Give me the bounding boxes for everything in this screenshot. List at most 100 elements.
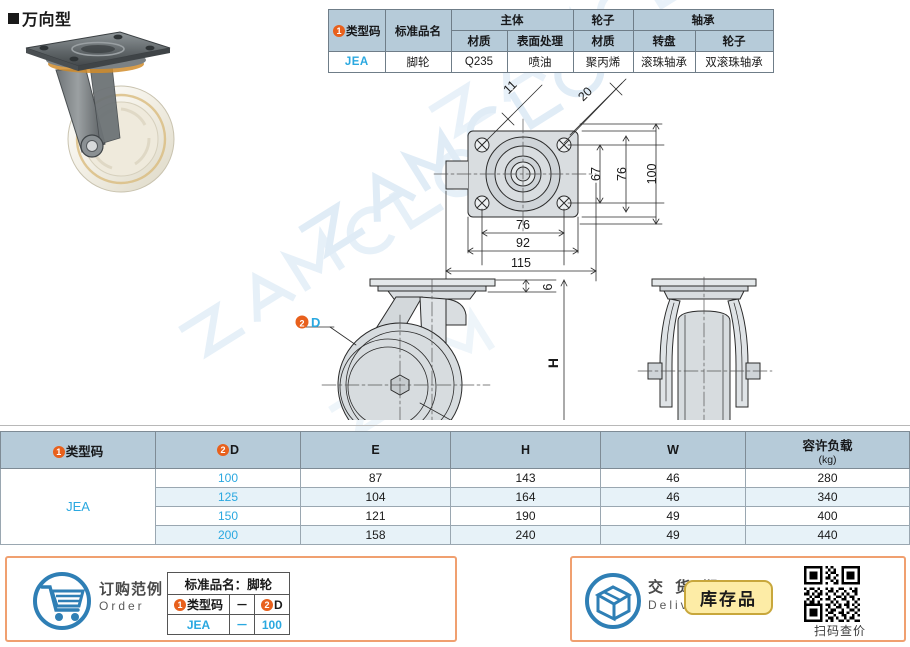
spec-value-material: Q235 [450, 51, 508, 73]
badge-2-icon: 2 [216, 444, 229, 456]
badge-2-icon: 2 [261, 598, 274, 611]
order-title-row: 标准品名：脚轮 [167, 572, 290, 595]
order-val-type-code: JEA [166, 614, 231, 635]
dim-100: 100 [645, 164, 659, 185]
spec-value-wheel-material: 聚丙烯 [572, 51, 634, 73]
cart-icon [31, 572, 93, 635]
order-label-cn: 订购范例 [99, 581, 164, 598]
spec-header-wheel: 轮子 [572, 9, 634, 31]
svg-text:2: 2 [299, 319, 304, 329]
badge-1-icon: 1 [52, 445, 65, 458]
dim-load: 440 [745, 525, 910, 545]
dim-115: 115 [511, 256, 531, 270]
dim-load: 340 [745, 487, 910, 507]
dim-76h: 76 [516, 218, 530, 232]
table-row: 200 158 240 49 440 [1, 525, 910, 545]
spec-value-type-code: JEA [328, 51, 386, 73]
callout-d-label: D [311, 315, 320, 330]
box-icon [584, 572, 642, 635]
dim-d: 125 [155, 487, 301, 507]
spec-data-row: JEA 脚轮 Q235 喷油 聚丙烯 滚珠轴承 双滚珠轴承 [328, 51, 774, 73]
dim-d: 150 [155, 506, 301, 526]
dim-6: 6 [541, 283, 555, 290]
dim-table-body: JEA 100 87 143 46 280 125 104 164 46 340… [0, 468, 910, 545]
table-row: 150 121 190 49 400 [1, 506, 910, 526]
dim-67: 67 [589, 167, 603, 181]
page-title-text: 万向型 [22, 12, 72, 29]
spec-header-surface: 表面处理 [506, 30, 574, 52]
spec-header-swivel-plate: 转盘 [632, 30, 696, 52]
dim-d: 100 [155, 468, 301, 488]
dim-d: 200 [155, 525, 301, 545]
order-label-en: Order [99, 599, 145, 613]
dim-e: 121 [300, 506, 451, 526]
dim-header-w: W [600, 431, 746, 469]
order-col-dash: － [229, 594, 256, 615]
spec-header-material: 材质 [450, 30, 508, 52]
table-row: JEA 100 87 143 46 280 [0, 468, 910, 545]
product-photo [8, 26, 193, 216]
delivery-panel: 交 货 期 Delivery 库存品 [570, 556, 906, 642]
spec-value-standard-name: 脚轮 [384, 51, 452, 73]
dim-h: 164 [450, 487, 601, 507]
dim-header-load: 容许负载(kg) [745, 431, 910, 469]
order-table-title: 标准品名：脚轮 [167, 572, 290, 595]
spec-header-bearing-wheel: 轮子 [694, 30, 774, 52]
badge-2-icon [295, 315, 309, 329]
dim-w: 46 [600, 468, 746, 488]
status-badge: 库存品 [684, 580, 773, 615]
dim-type-code-cell: JEA [0, 468, 156, 545]
dim-w: 49 [600, 506, 746, 526]
dim-load: 280 [745, 468, 910, 488]
dim-h: 240 [450, 525, 601, 545]
order-val-d: 100 [254, 614, 290, 635]
order-value-row: JEA － 100 [166, 614, 290, 635]
spec-header-bearing: 轴承 [632, 9, 774, 31]
spec-header-body: 主体 [450, 9, 574, 31]
page-title: 万向型 [8, 6, 72, 30]
dim-e: 87 [300, 468, 451, 488]
dim-20: 20 [575, 84, 595, 104]
dim-h: 190 [450, 506, 601, 526]
badge-1-icon: 1 [174, 599, 186, 611]
qr-code [804, 566, 860, 627]
spec-value-surface: 喷油 [506, 51, 574, 73]
qr-caption: 扫码查价 [813, 624, 866, 638]
dim-e: 104 [300, 487, 451, 507]
bullet-square-icon [8, 13, 19, 24]
dim-92: 92 [516, 236, 530, 250]
dim-76v: 76 [615, 167, 629, 181]
dim-header-e: E [300, 431, 451, 469]
dim-w: 46 [600, 487, 746, 507]
dim-h: 143 [450, 468, 601, 488]
spec-value-bearing-wheel: 双滚珠轴承 [694, 51, 774, 73]
dim-H: H [545, 358, 561, 368]
dim-load: 400 [745, 506, 910, 526]
spec-header-wheel-material: 材质 [572, 30, 634, 52]
dim-11: 11 [501, 78, 520, 97]
section-divider [0, 425, 910, 426]
spec-value-swivel-plate: 滚珠轴承 [632, 51, 696, 73]
order-val-dash: － [229, 614, 256, 635]
technical-drawings: 11 20 67 76 100 76 92 115 6 H E W 2 D [200, 75, 910, 420]
dim-e: 158 [300, 525, 451, 545]
badge-1-icon: 1 [333, 24, 345, 37]
callout-d: 2 D [295, 315, 320, 330]
dim-w: 49 [600, 525, 746, 545]
spec-header-row-2: 材质 表面处理 材质 转盘 轮子 [329, 30, 774, 52]
spec-header-standard-name: 标准品名 [384, 9, 452, 52]
